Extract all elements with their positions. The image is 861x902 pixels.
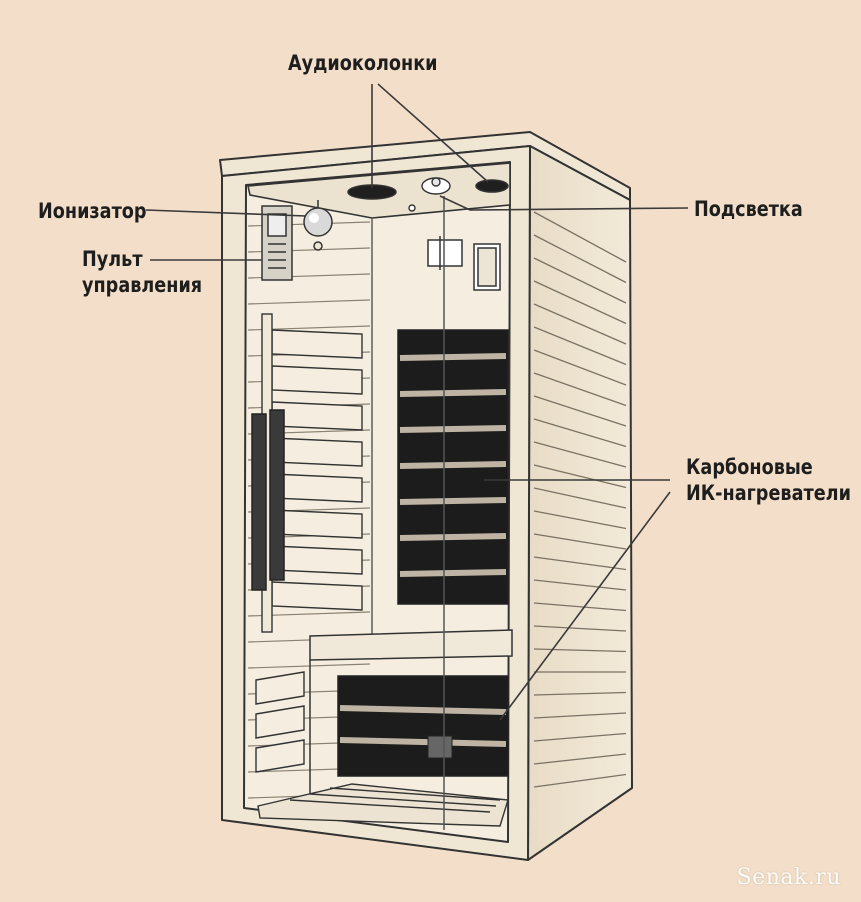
back-heater-panel [397,329,509,605]
bench [309,629,513,800]
side-plank-line [533,625,627,632]
side-plank-line [533,211,627,263]
backrest-slat [271,545,363,575]
heater-bar [399,569,507,577]
floor-grate [257,783,509,827]
control-panel-device [261,205,293,281]
side-plank-line [533,257,627,304]
heater-bar [399,353,507,361]
side-plank-line [533,349,627,386]
label-control-panel: Пульт управления [82,247,203,297]
side-plank-line [533,372,627,407]
wall-fixtures [427,236,501,291]
side-plank-line [533,441,627,468]
side-plank-line [533,712,627,719]
speaker-grilles [347,179,509,200]
ceiling-light [408,177,451,212]
lower-slats [255,671,305,773]
backrest-slat [271,329,363,359]
door-handle [251,409,285,591]
leader-lines [145,83,689,721]
left-plank-line [247,663,371,669]
side-plank-line [533,691,627,696]
backrest-slat [271,509,363,539]
side-plank-line [533,510,627,530]
side-plank-line [533,418,627,448]
heater-bar [399,497,507,505]
backrest-slat [271,365,363,395]
side-plank-line [533,648,627,653]
leg-heater-panel [337,675,509,777]
side-wall-planks [533,211,627,788]
watermark: Senak.ru [736,865,841,890]
left-plank-line [247,299,371,305]
label-speakers: Аудиоколонки [288,51,438,75]
label-heaters: Карбоновые ИК-нагреватели [686,455,851,505]
side-plank-line [533,280,627,325]
side-plank-line [533,753,627,765]
heater-bar [399,461,507,469]
side-plank-line [533,732,627,742]
side-plank-line [533,579,627,591]
backrest-slat [271,473,363,503]
heater-bar [399,533,507,541]
side-plank-line [533,773,627,788]
side-plank-line [533,395,627,427]
side-plank-line [533,556,627,571]
side-plank-line [533,303,627,345]
backrest-slat [271,401,363,431]
ionizer-device [303,200,333,251]
side-plank-line [533,326,627,366]
side-plank-line [533,487,627,509]
side-plank-line [533,234,627,284]
side-plank-line [533,464,627,489]
backrest-slat [271,581,363,611]
backrest-slats [261,313,363,633]
side-plank-line [533,533,627,550]
label-lighting: Подсветка [694,197,803,221]
label-ionizer: Ионизатор [38,199,147,223]
heater-bar [399,425,507,433]
side-plank-line [533,602,627,612]
heater-bar [399,389,507,397]
backrest-slat [271,437,363,467]
